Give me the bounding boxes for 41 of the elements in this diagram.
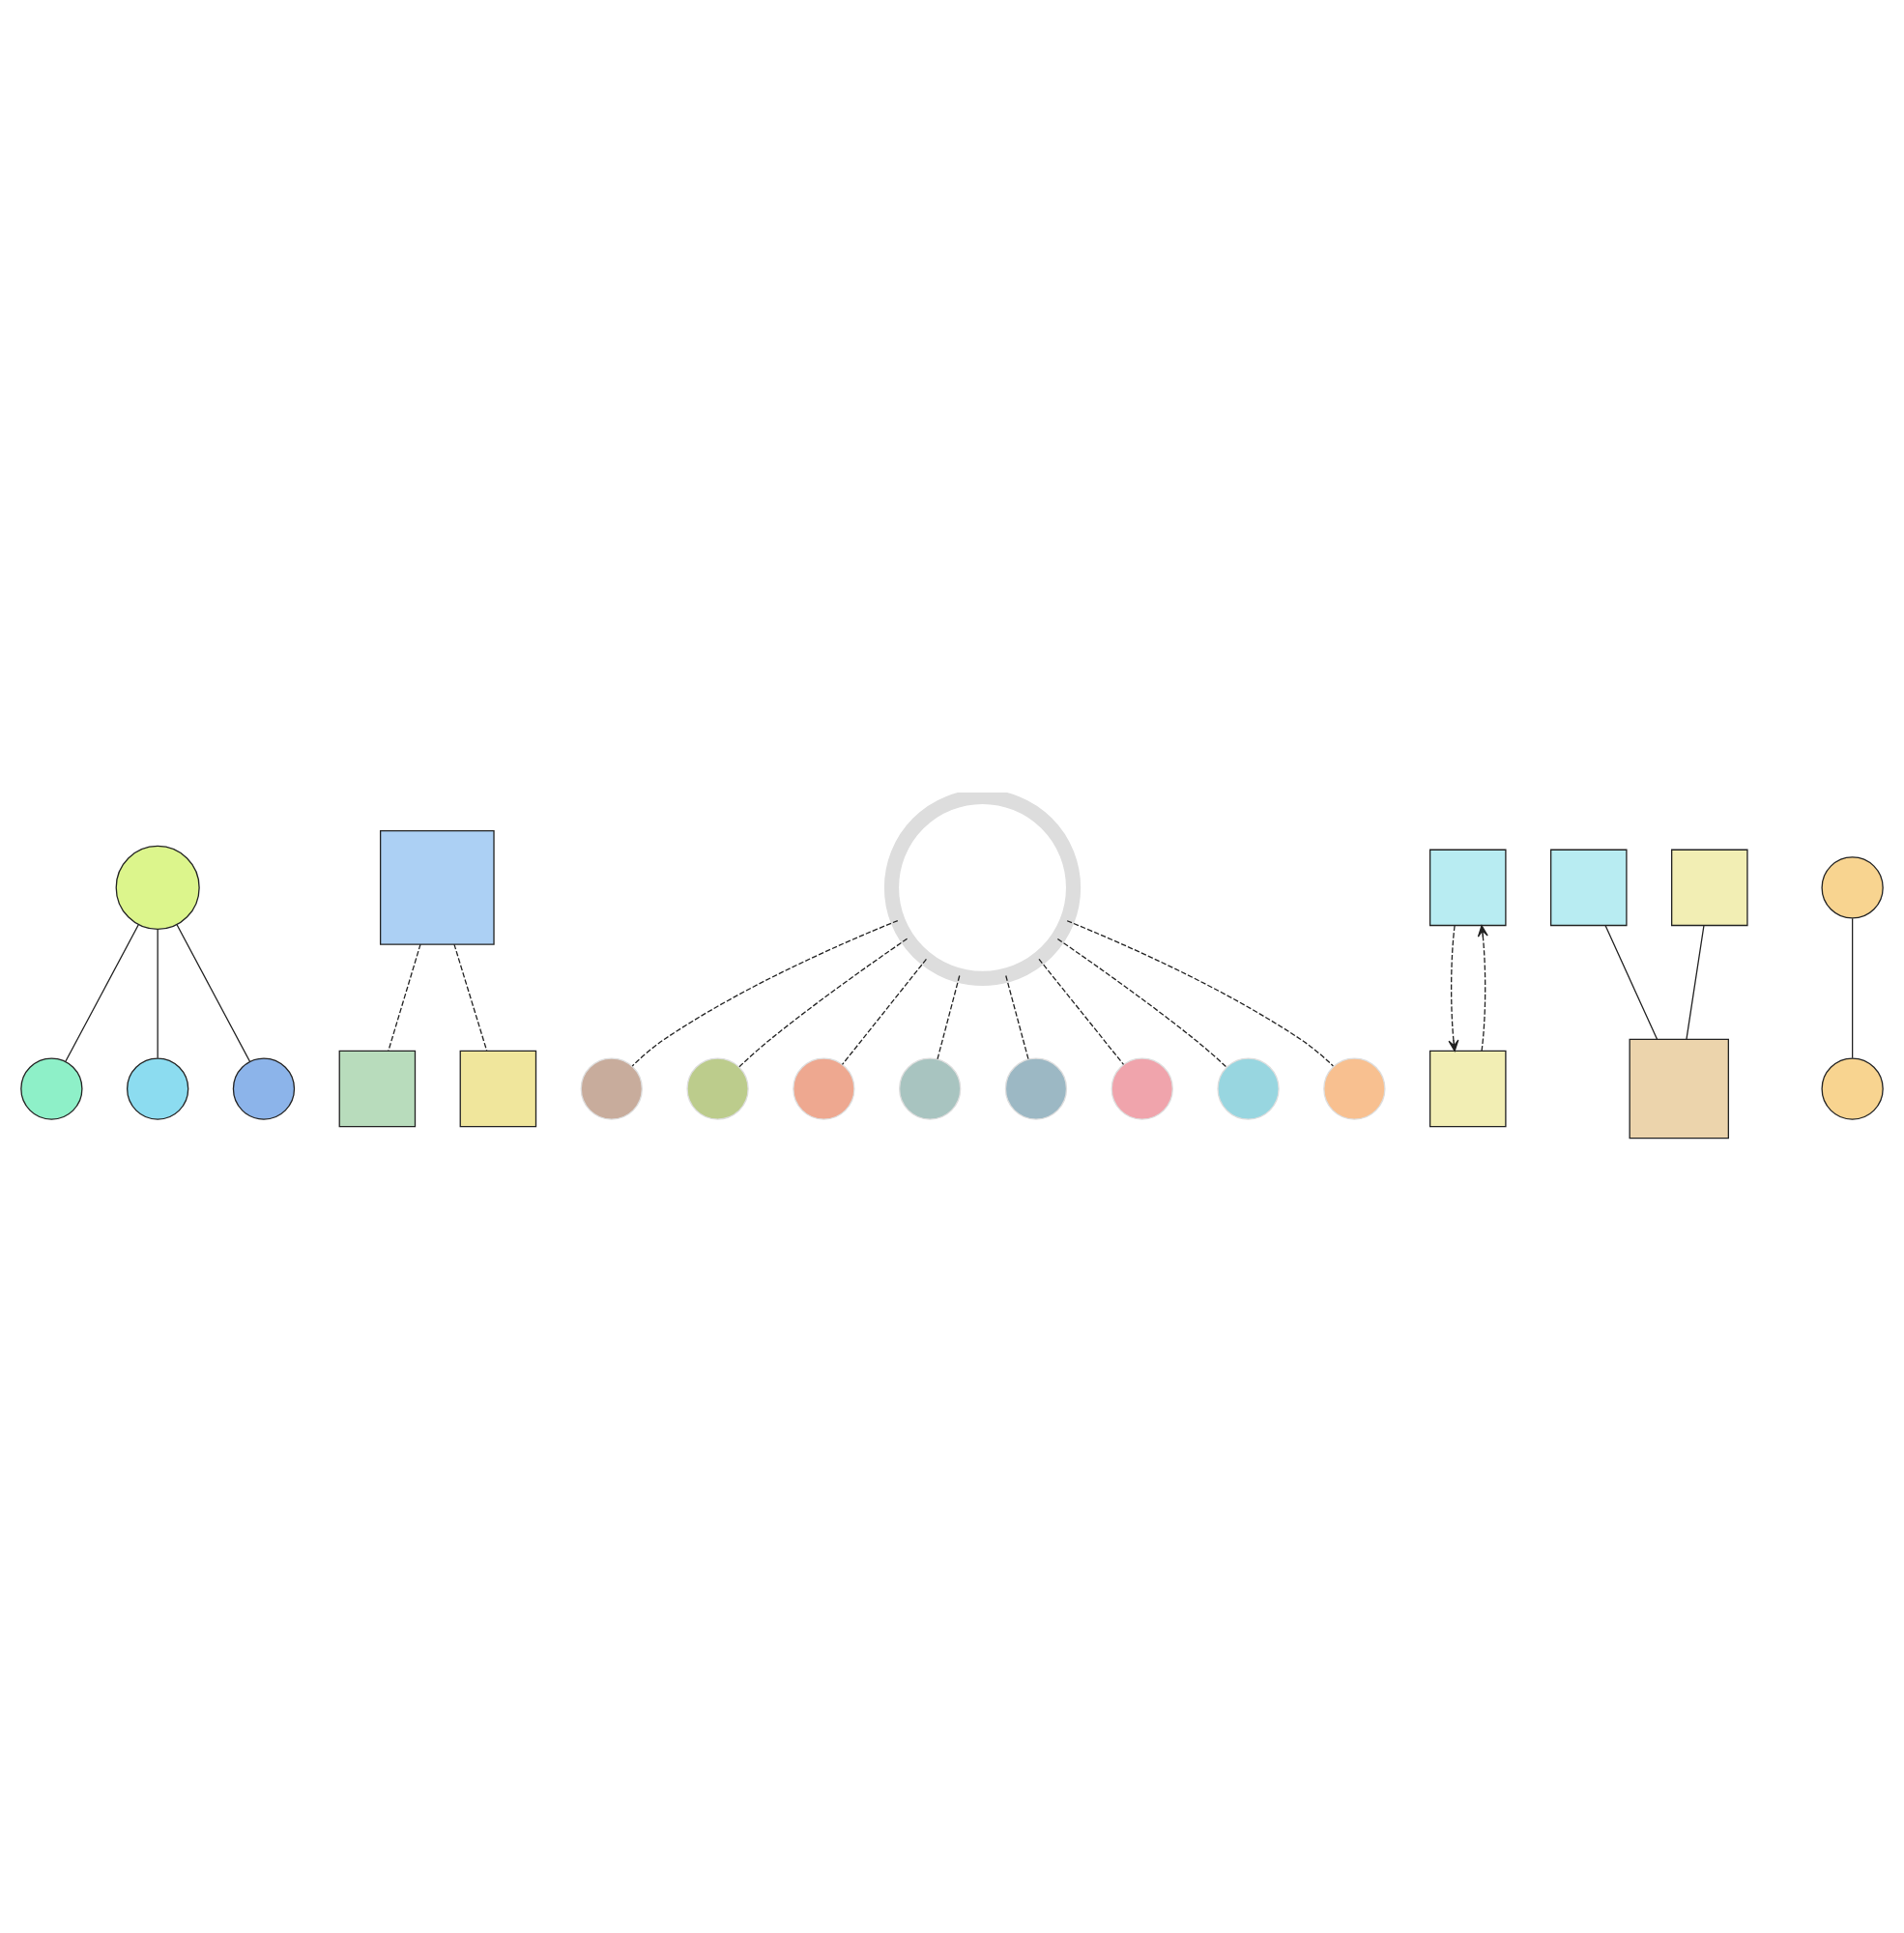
connector: [388, 942, 421, 1051]
connector: [1604, 924, 1659, 1039]
connector: [1066, 919, 1335, 1066]
connector: [1852, 916, 1854, 1058]
connector: [841, 957, 928, 1065]
connector: [453, 942, 488, 1051]
node-circle: [1111, 1056, 1173, 1119]
node-circle: [1217, 1056, 1280, 1119]
node-circle: [1821, 855, 1884, 918]
connector: [157, 928, 159, 1058]
connector: [738, 937, 909, 1067]
connector: [937, 973, 961, 1059]
node-circle: [20, 1056, 83, 1119]
connector: [65, 923, 139, 1061]
node-circle: [232, 1056, 296, 1119]
node-box: [1428, 848, 1507, 926]
node-box: [1629, 1037, 1729, 1139]
node-circle: [793, 1056, 855, 1119]
node-circle: [899, 1056, 962, 1119]
node-box: [1671, 848, 1748, 926]
connector: [1038, 957, 1125, 1065]
arrow: [1448, 924, 1459, 1052]
node-box: [379, 829, 495, 944]
node-box: [1428, 1049, 1507, 1127]
node-box: [1550, 848, 1628, 926]
connector: [1686, 924, 1705, 1039]
arrow: [1477, 924, 1488, 1052]
node-box: [338, 1049, 417, 1127]
node-circle: [1004, 1056, 1068, 1119]
connector: [631, 918, 899, 1066]
connector: [1056, 937, 1227, 1067]
connector: [176, 923, 251, 1061]
node-circle: [1821, 1056, 1884, 1119]
connector: [1005, 973, 1029, 1059]
node-circle: [1323, 1056, 1386, 1119]
node-circle: [127, 1056, 189, 1119]
node-circle: [883, 792, 1082, 985]
node-circle: [115, 844, 200, 929]
node-box: [459, 1049, 537, 1127]
node-circle: [580, 1056, 643, 1119]
node-circle: [686, 1056, 749, 1119]
